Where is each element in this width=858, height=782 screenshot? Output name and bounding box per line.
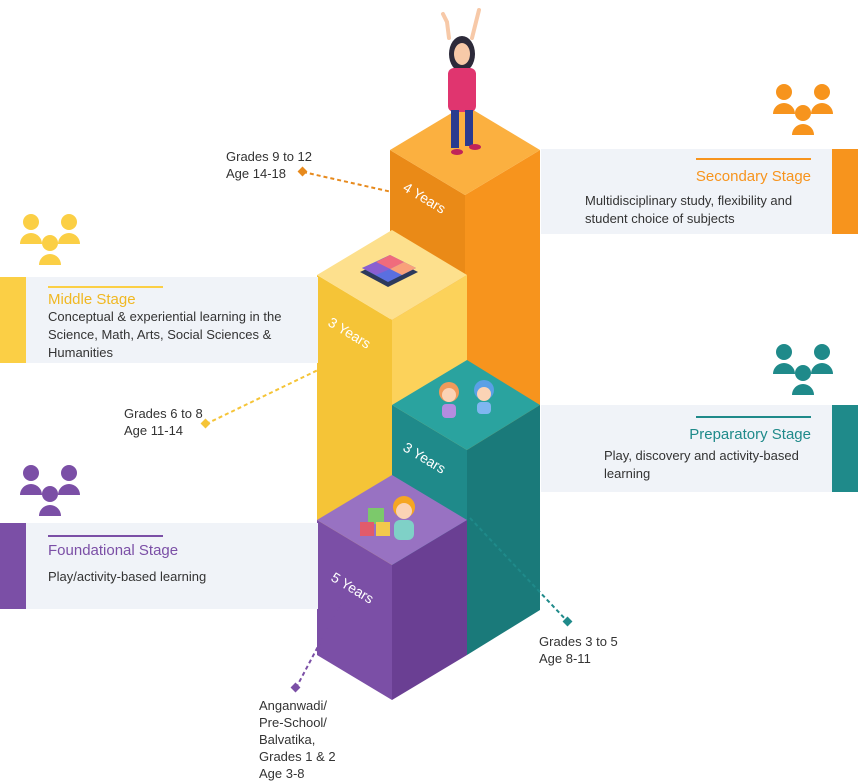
foundational-leader-line (295, 604, 341, 689)
foundational-color-bar (0, 523, 26, 609)
secondary-stage-description: Multidisciplinary study, flexibility and… (585, 193, 793, 226)
secondary-stage-title: Secondary Stage (695, 168, 811, 185)
secondary-title-rule (696, 158, 811, 160)
middle-color-bar (0, 277, 26, 363)
preparatory-grades-label: Grades 3 to 5 Age 8-11 (539, 634, 618, 666)
preparatory-people-icon (773, 344, 833, 395)
secondary-leader-line (302, 171, 393, 193)
celebrating-girl-icon (441, 8, 481, 155)
foundational-grades-label: Anganwadi/ Pre-School/ Balvatika, Grades… (259, 698, 336, 781)
preparatory-stage-panel: Preparatory Stage Play, discovery and ac… (541, 405, 858, 492)
preparatory-title-rule (696, 416, 811, 418)
playing-kids-icon (439, 380, 494, 418)
preparatory-leader-dot (562, 616, 573, 627)
foundational-people-icon (20, 465, 80, 516)
middle-stage-title: Middle Stage (48, 291, 136, 308)
secondary-grades-label: Grades 9 to 12 Age 14-18 (226, 149, 312, 181)
foundational-leader-dot (290, 682, 301, 693)
middle-title-rule (48, 286, 163, 288)
preparatory-color-bar (832, 405, 858, 492)
middle-people-icon (20, 214, 80, 265)
foundational-stage-panel: Foundational Stage Play/activity-based l… (0, 523, 318, 609)
middle-grades-label: Grades 6 to 8 Age 11-14 (124, 406, 203, 438)
secondary-stage-panel: Secondary Stage Multidisciplinary study,… (541, 149, 858, 234)
foundational-title-rule (48, 535, 163, 537)
middle-leader-dot (200, 418, 211, 429)
secondary-people-icon (773, 84, 833, 135)
middle-stage-panel: Middle Stage Conceptual & experiential l… (0, 277, 318, 363)
child-with-toy-blocks-icon (360, 496, 415, 540)
preparatory-stage-description: Play, discovery and activity-based learn… (604, 448, 799, 481)
middle-stage-description: Conceptual & experiential learning in th… (48, 309, 282, 360)
foundational-block (317, 475, 467, 700)
foundational-stage-title: Foundational Stage (48, 542, 179, 559)
secondary-leader-dot (297, 166, 308, 177)
preparatory-leader-line (469, 517, 569, 623)
books-icon (360, 255, 418, 287)
middle-leader-line (205, 369, 319, 425)
secondary-color-bar (832, 149, 858, 234)
foundational-stage-description: Play/activity-based learning (48, 569, 207, 584)
preparatory-stage-title: Preparatory Stage (689, 426, 811, 443)
